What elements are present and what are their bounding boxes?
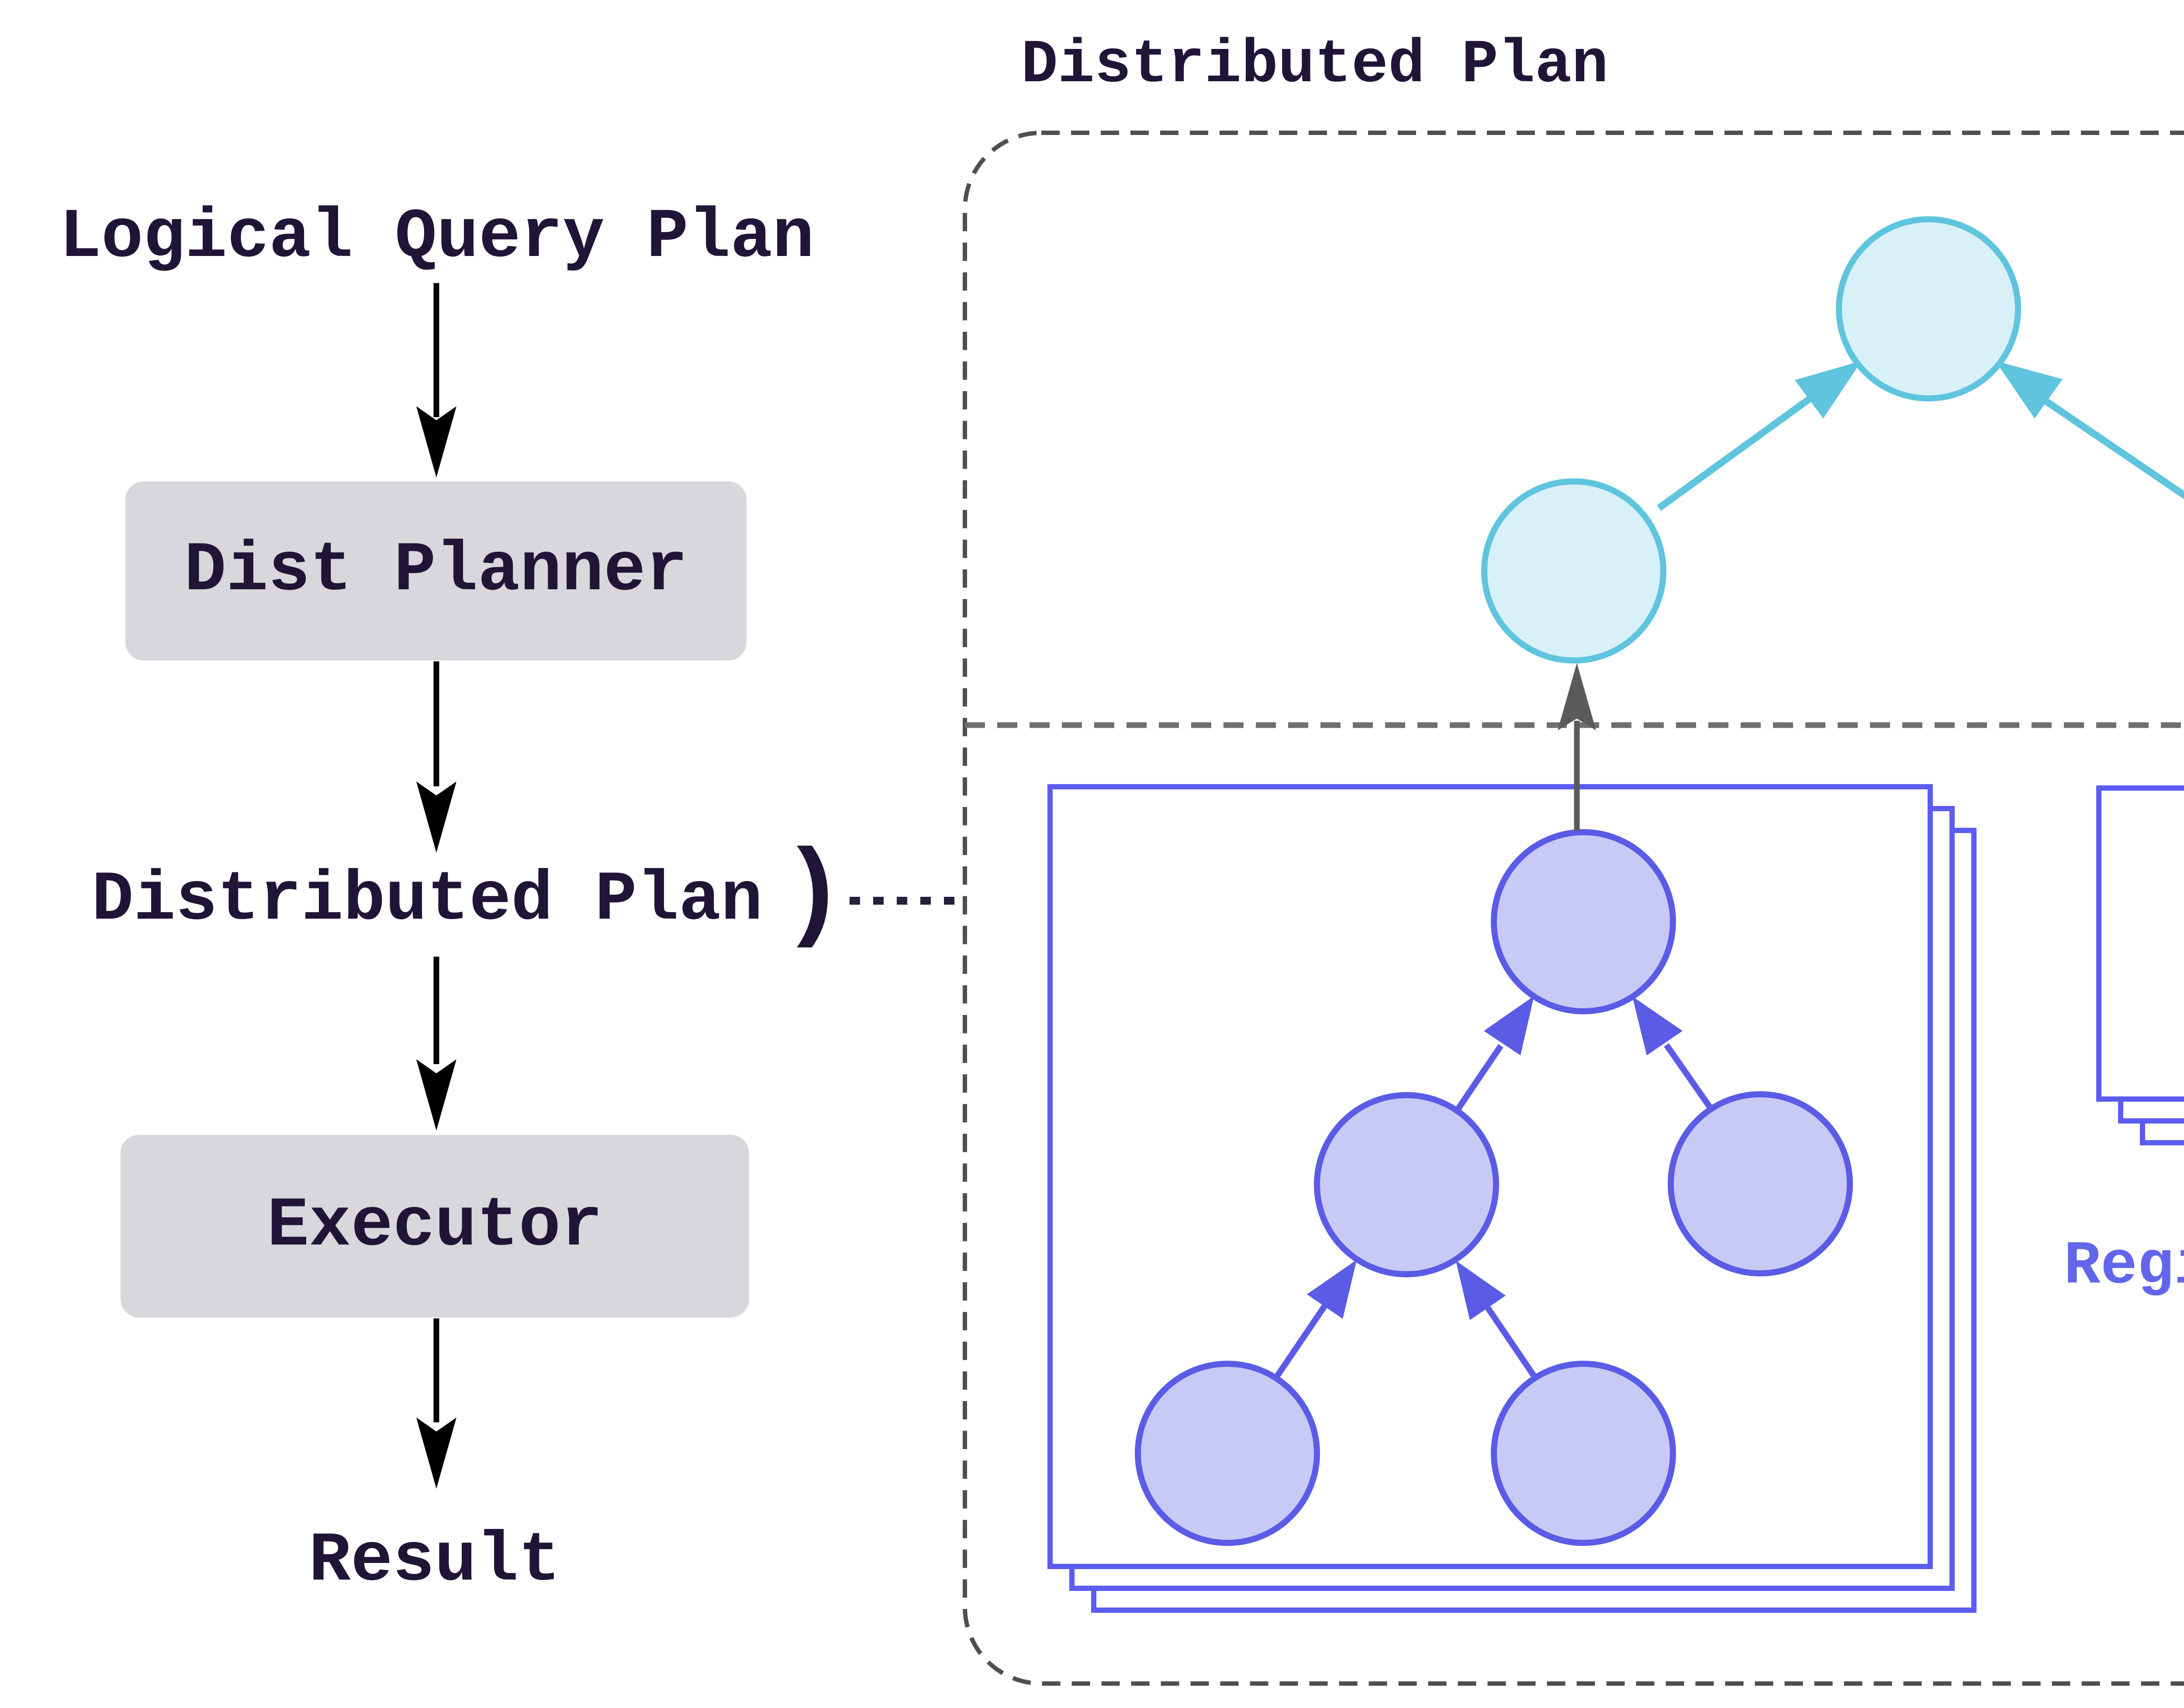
frontend-root-node (1836, 216, 2021, 401)
distributed-plan-title: Distributed Plan (1021, 31, 1609, 100)
regions-label: Regions (2063, 1232, 2184, 1301)
brace-connector-icon: ) (780, 834, 847, 958)
flow-arrow-lqp-to-planner (416, 283, 456, 477)
frontend-edge-right (1995, 361, 2184, 499)
distributed-plan-boundary (963, 131, 2184, 1686)
datanode-left-botleft-node (1135, 1361, 1320, 1546)
flow-arrow-planner-to-distplan (416, 661, 456, 853)
datanode-left-botright-node (1491, 1361, 1676, 1546)
datanode-left-root-node (1491, 829, 1676, 1014)
logical-query-plan-label: Logical Query Plan (59, 198, 815, 277)
flow-arrow-distplan-to-executor (416, 957, 456, 1131)
datanode-edge-botright-to-mid (1456, 1261, 1537, 1378)
dist-planner-box: Dist Planner (125, 481, 746, 660)
datanode-left-midright-node (1668, 1091, 1853, 1276)
datanode-edge-botleft-to-mid (1275, 1260, 1357, 1378)
dist-planner-label: Dist Planner (184, 531, 688, 611)
distributed-plan-left-label: Distributed Plan (91, 861, 763, 940)
datanode-edge-midright-to-root (1632, 996, 1714, 1111)
frontend-edge-left (1657, 361, 1862, 511)
region-box-layer (2096, 785, 2184, 1102)
executor-box: Executor (121, 1135, 749, 1317)
flow-arrow-executor-to-result (416, 1318, 456, 1489)
frontend-left-node (1481, 478, 1666, 664)
stage-arrow-left (1558, 663, 1596, 831)
region-stack-right (2096, 785, 2184, 1145)
datanode-edge-mid-to-root (1453, 996, 1534, 1114)
datanode-left-mid-node (1314, 1092, 1499, 1277)
result-label: Result (308, 1522, 561, 1601)
executor-label: Executor (267, 1186, 603, 1266)
